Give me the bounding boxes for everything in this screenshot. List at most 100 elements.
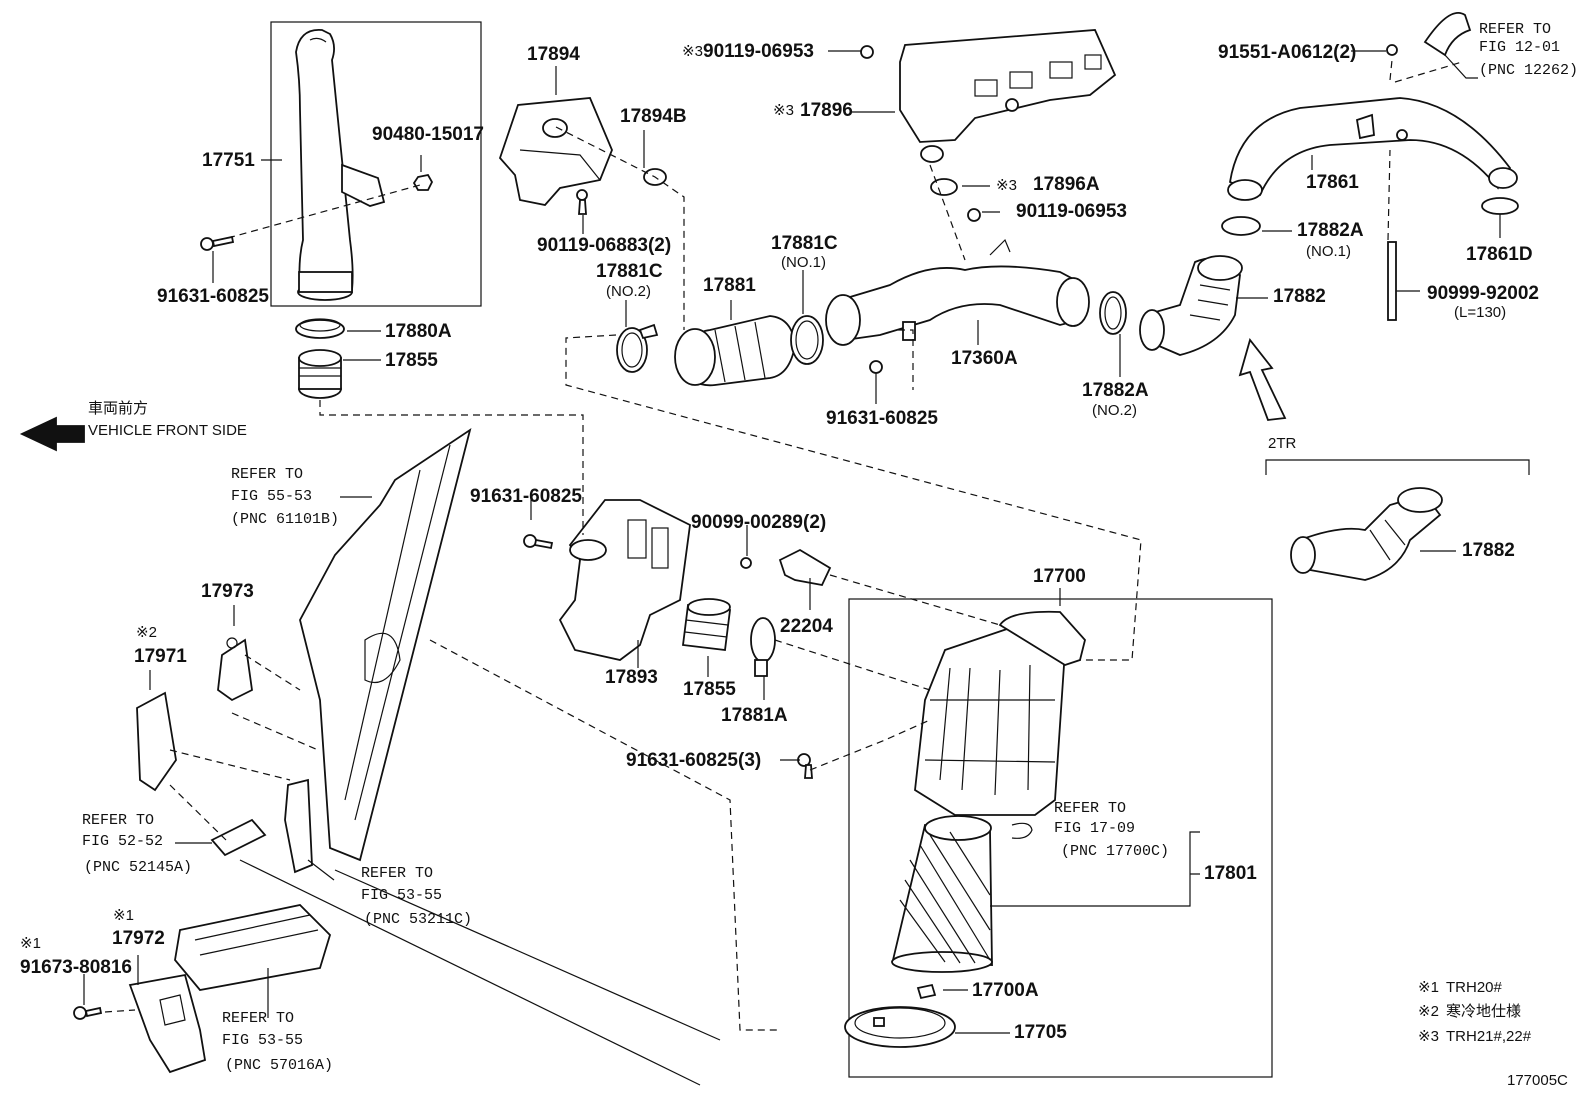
callout-90119-06883: 90119-06883(2): [537, 235, 672, 256]
hose-17855-a-icon: [298, 349, 342, 399]
duct-17893-icon: [558, 499, 691, 661]
pipe-17861-icon: [1227, 12, 1518, 201]
clamp-17881c-no1-icon: [790, 315, 824, 365]
bolt-91631-b-icon: [869, 360, 883, 374]
ref-55-53-line3: (PNC 61101B): [231, 511, 340, 528]
callout-90119-06953-b: 90119-06953: [1016, 201, 1127, 222]
callout-17881c-no1-sub: (NO.1): [781, 254, 826, 271]
ref-12-01-line3: (PNC 12262): [1479, 62, 1579, 79]
bracket-53-55-a-icon: [284, 778, 313, 874]
clip-17700a-icon: [916, 983, 937, 1000]
2tr-bracket: [1265, 459, 1530, 475]
note-mark-3-a: ※3: [682, 43, 703, 60]
resonator-17894: [498, 97, 613, 206]
callout-91551-a0612: 91551-A0612(2): [1218, 42, 1357, 63]
bolt-90119-06953-b-icon: [967, 208, 981, 222]
clamp-17896a-icon: [930, 178, 958, 196]
clamp-17882a-no2-icon: [1099, 291, 1127, 335]
duct-17360a-icon: [825, 238, 1090, 346]
figure-code: 177005C: [1507, 1072, 1568, 1089]
callout-17894b: 17894B: [620, 106, 687, 127]
direction-label-en: VEHICLE FRONT SIDE: [88, 422, 247, 439]
bolt-90119-06883-icon: [576, 189, 588, 215]
clamp-17881a-icon: [750, 617, 776, 677]
callout-17881c-no1: 17881C: [771, 233, 838, 254]
callout-17896a: 17896A: [1033, 174, 1100, 195]
bracket-17971-icon: [136, 691, 177, 792]
callout-91631-60825-c: 91631-60825: [470, 486, 582, 507]
callout-17882-b: 17882: [1462, 540, 1515, 561]
callout-17855-a: 17855: [385, 350, 438, 371]
note-mark-3-c: ※3: [996, 177, 1017, 194]
arrow-up-icon: [1238, 338, 1287, 421]
hook-clip-icon: [1011, 822, 1033, 839]
hose-17855-b-icon: [681, 598, 732, 651]
bolt-91631-d-icon: [797, 753, 813, 779]
callout-17700a: 17700A: [972, 980, 1039, 1001]
callout-17360a: 17360A: [951, 348, 1018, 369]
clamp-17880a-icon: [295, 318, 345, 339]
callout-17882a-no1-sub: (NO.1): [1306, 243, 1351, 260]
callout-17881c-no2: 17881C: [596, 261, 663, 282]
callout-91673-80816: 91673-80816: [20, 957, 132, 978]
callout-17893: 17893: [605, 667, 658, 688]
legend-note-2-mark: ※2: [1418, 1003, 1439, 1020]
bolt-91631-a-icon: [200, 235, 235, 251]
callout-17882a-no2-sub: (NO.2): [1092, 402, 1137, 419]
ref-53-55-b-line1: REFER TO: [222, 1010, 295, 1027]
callout-17882-a: 17882: [1273, 286, 1326, 307]
ref-53-55-b-line3: (PNC 57016A): [225, 1057, 334, 1074]
callout-17971: 17971: [134, 646, 187, 667]
sensor-22204-icon: [778, 548, 832, 587]
callout-17705: 17705: [1014, 1022, 1067, 1043]
bracket-57016a-icon: [128, 973, 207, 1074]
ref-17-09-line1: REFER TO: [1054, 800, 1127, 817]
hose-17882-a-icon: [1139, 255, 1243, 356]
callout-17896: 17896: [800, 100, 853, 121]
note-mark-2: ※2: [136, 624, 157, 641]
leader-lines: [83, 50, 1501, 1034]
callout-17801: 17801: [1204, 863, 1257, 884]
callout-22204: 22204: [780, 616, 833, 637]
callout-17861d: 17861D: [1466, 244, 1533, 265]
cap-17705-icon: [844, 1006, 956, 1048]
callout-17882a-no2: 17882A: [1082, 380, 1149, 401]
callout-90099-00289: 90099-00289(2): [691, 512, 827, 533]
ref-12-01-line2: FIG 12-01: [1479, 39, 1561, 56]
callout-90999-sub: (L=130): [1454, 304, 1507, 321]
legend-note-3-mark: ※3: [1418, 1028, 1439, 1045]
note-mark-1-a: ※1: [113, 907, 134, 924]
17751-group-frame: [270, 21, 482, 307]
note-mark-3-b: ※3: [773, 102, 794, 119]
body-panel-icon: [239, 427, 780, 1086]
air-cleaner-17700-icon: [914, 610, 1086, 816]
callout-90119-06953-a: 90119-06953: [703, 41, 814, 62]
ref-55-53-line2: FIG 55-53: [231, 488, 313, 505]
callout-91631-60825-d: 91631-60825(3): [626, 750, 762, 771]
callout-91631-60825-a: 91631-60825: [157, 286, 269, 307]
ref-53-55-b-line2: FIG 53-55: [222, 1032, 304, 1049]
screw-90099-icon: [740, 557, 752, 569]
assembly-dashed-lines: [104, 59, 1463, 1013]
callout-90999-92002: 90999-92002: [1427, 283, 1539, 304]
ref-52-52-line3: (PNC 52145A): [84, 859, 193, 876]
front-arrow-icon: [19, 416, 85, 452]
callout-17882a-no1: 17882A: [1297, 220, 1364, 241]
element-17801-icon: [891, 815, 993, 973]
ref-55-53-line1: REFER TO: [231, 466, 304, 483]
callout-17972: 17972: [112, 928, 165, 949]
note-mark-1-b: ※1: [20, 935, 41, 952]
variant-label-2tr: 2TR: [1268, 435, 1297, 452]
legend-note-2-text: 寒冷地仕様: [1446, 1003, 1522, 1020]
bolt-90119-06953-a-icon: [860, 45, 874, 59]
bolt-91631-c-icon: [523, 534, 554, 550]
callout-17855-b: 17855: [683, 679, 736, 700]
callout-17881a: 17881A: [721, 705, 788, 726]
ref-52-52-line2: FIG 52-52: [82, 833, 164, 850]
callout-17881: 17881: [703, 275, 756, 296]
clamp-17861d-icon: [1481, 197, 1519, 215]
legend-note-1-text: TRH20#: [1446, 979, 1502, 996]
clamp-17882a-no1-icon: [1221, 216, 1261, 236]
